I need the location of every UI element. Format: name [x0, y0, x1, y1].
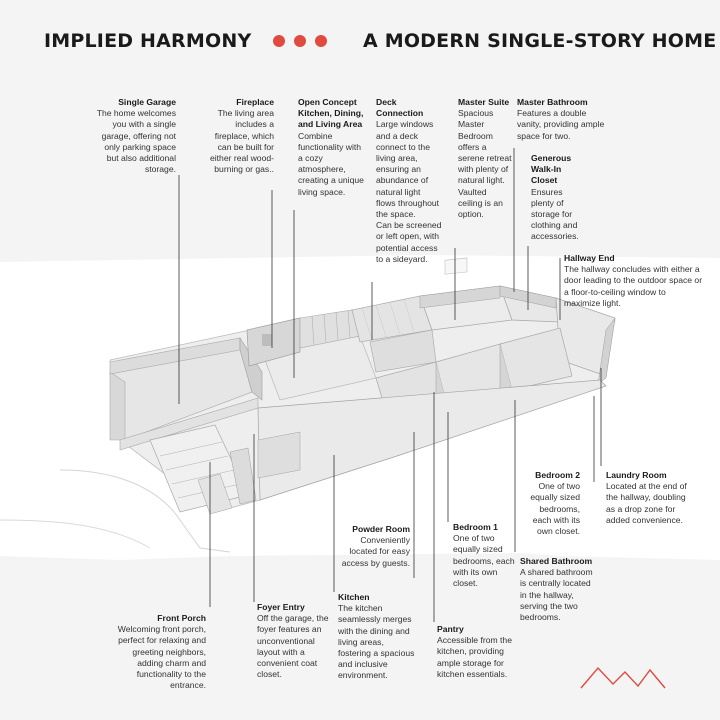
annotation-deck-connection: Deck Connection Large windows and a deck…: [376, 97, 442, 265]
annotation-title: Master Suite: [458, 97, 510, 107]
annotation-text: Welcoming front porch, perfect for relax…: [117, 624, 206, 691]
red-dot-icon: [315, 35, 327, 47]
mountain-zigzag-icon: [580, 666, 666, 689]
annotation-shared-bathroom: Shared Bathroom A shared bathroom is cen…: [520, 556, 596, 623]
annotation-text: Conveniently located for easy access by …: [341, 535, 410, 568]
annotation-fireplace: Fireplace The living area includes a fir…: [206, 97, 274, 175]
annotation-title: Fireplace: [236, 97, 274, 107]
annotation-title: Bedroom 1: [453, 522, 498, 532]
annotation-text: A shared bathroom is centrally located i…: [520, 567, 593, 623]
annotation-text: Features a double vanity, providing ampl…: [517, 108, 605, 141]
title-right: A MODERN SINGLE-STORY HOME: [363, 30, 717, 52]
annotation-master-suite: Master Suite Spacious Master Bedroom off…: [458, 97, 512, 220]
annotation-single-garage: Single Garage The home welcomes you with…: [92, 97, 176, 175]
annotation-text: One of two equally sized bedrooms, each …: [530, 481, 580, 537]
annotation-text: Ensures plenty of storage for clothing a…: [531, 186, 579, 242]
annotation-title: Laundry Room: [606, 470, 667, 480]
annotation-title: Kitchen: [338, 592, 370, 602]
annotation-title: Foyer Entry: [257, 602, 305, 612]
annotation-title: Front Porch: [157, 613, 206, 623]
annotation-pantry: Pantry Accessible from the kitchen, prov…: [437, 624, 515, 680]
annotation-open-concept: Open Concept Kitchen, Dining, and Living…: [298, 97, 366, 198]
annotation-text: Off the garage, the foyer features an un…: [257, 613, 329, 680]
annotation-foyer-entry: Foyer Entry Off the garage, the foyer fe…: [257, 602, 331, 680]
annotation-text: Spacious Master Bedroom offers a serene …: [458, 108, 512, 220]
bedroom-2: [499, 327, 573, 391]
front-wall: [257, 379, 607, 501]
fireplace-wall: [246, 317, 301, 367]
annotation-title: Master Bathroom: [517, 97, 588, 107]
annotation-text: Combine functionality with a cozy atmosp…: [298, 130, 364, 197]
annotation-title: Open Concept Kitchen, Dining, and Living…: [298, 97, 364, 130]
annotation-text-2: Can be screened or left open, with poten…: [376, 220, 442, 264]
annotation-title: Single Garage: [118, 97, 176, 107]
annotation-master-bathroom: Master Bathroom Features a double vanity…: [517, 97, 609, 142]
annotation-front-porch: Front Porch Welcoming front porch, perfe…: [108, 613, 206, 691]
annotation-laundry-room: Laundry Room Located at the end of the h…: [606, 470, 692, 526]
annotation-text: The home welcomes you with a single gara…: [96, 108, 176, 175]
annotation-text: Accessible from the kitchen, providing a…: [437, 635, 512, 679]
sidewalk-path: [59, 469, 231, 553]
annotation-hallway-end: Hallway End The hallway concludes with e…: [564, 253, 704, 309]
annotation-text: Located at the end of the hallway, doubl…: [606, 481, 687, 525]
annotation-text: The kitchen seamlessly merges with the d…: [338, 603, 415, 681]
annotation-text: Large windows and a deck connect to the …: [376, 119, 440, 220]
annotation-title: Shared Bathroom: [520, 556, 593, 566]
annotation-title: Deck Connection: [376, 97, 424, 119]
annotation-text: One of two equally sized bedrooms, each …: [453, 533, 515, 589]
title-left: IMPLIED HARMONY: [44, 30, 252, 52]
annotation-title: Hallway End: [564, 253, 615, 263]
annotation-title: Pantry: [437, 624, 464, 634]
annotation-title: Bedroom 2: [535, 470, 580, 480]
annotation-text: The living area includes a fireplace, wh…: [209, 108, 274, 175]
annotation-bedroom-1: Bedroom 1 One of two equally sized bedro…: [453, 522, 515, 589]
annotation-kitchen: Kitchen The kitchen seamlessly merges wi…: [338, 592, 416, 682]
annotation-powder-room: Powder Room Conveniently located for eas…: [340, 524, 410, 569]
annotation-text: The hallway concludes with either a door…: [564, 264, 703, 308]
decorative-dots: [273, 35, 327, 47]
red-dot-icon: [273, 35, 285, 47]
annotation-walk-in-closet: Generous Walk-In Closet Ensures plenty o…: [531, 153, 585, 243]
annotation-title: Powder Room: [352, 524, 410, 534]
annotation-bedroom-2: Bedroom 2 One of two equally sized bedro…: [524, 470, 580, 537]
red-dot-icon: [294, 35, 306, 47]
annotation-title: Generous Walk-In Closet: [531, 153, 572, 186]
